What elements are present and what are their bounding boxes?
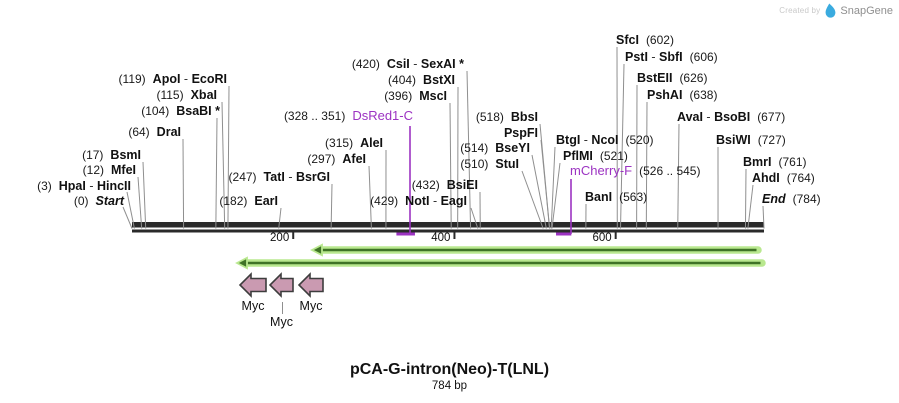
site-connector-pspfi: [540, 139, 551, 229]
site-connector-msci: [449, 102, 452, 229]
site-label-msci: (396)MscI: [384, 89, 447, 103]
site-label-bstxi: (404)BstXI: [388, 73, 455, 87]
feature-label-dsred1-c: (328 .. 351)DsRed1-C: [283, 108, 413, 124]
ruler-tick-label-600: 600: [592, 232, 612, 244]
site-label-avai-bsobi: AvaI - BsoBI(677): [677, 110, 786, 124]
site-label-bmri: BmrI(761): [743, 155, 807, 169]
site-label-pflmi: PflMI(521): [563, 149, 628, 163]
site-label-psti-sbfi: PstI - SbfI(606): [625, 50, 718, 64]
site-label-btgi-ncoi: BtgI - NcoI(520): [556, 133, 654, 147]
site-label-bsiwi: BsiWI(727): [716, 133, 786, 147]
site-connector-apoi-ecori: [227, 85, 230, 229]
watermark: Created by SnapGene: [779, 3, 893, 18]
site-label-sfci: SfcI(602): [616, 33, 674, 47]
map-length: 784 bp: [431, 380, 468, 392]
site-label-drai: (64)DraI: [128, 125, 181, 139]
site-label-alei: (315)AleI: [325, 136, 383, 150]
site-connector-csii-sexai: [466, 70, 472, 229]
feature-label-mcherry-f: mCherry-F(526 .. 545): [570, 163, 701, 179]
primer-arrowhead-2: [235, 256, 248, 270]
site-connector-bmri: [744, 168, 747, 229]
site-connector-hpai-hincii: [126, 191, 135, 229]
site-connector-pflmi: [551, 162, 561, 229]
feature-range-dsred1-c: [396, 232, 415, 236]
title-block: pCA-G-intron(Neo)-T(LNL) 784 bp: [0, 360, 899, 393]
site-connector-drai: [182, 138, 185, 229]
myc-tag-arrow-3: [297, 272, 324, 298]
site-connector-bsmi: [142, 161, 147, 229]
site-label-hpai-hincii: (3)HpaI - HincII: [37, 179, 131, 193]
site-connector-start: [122, 206, 133, 229]
ruler-tick-label-200: 200: [270, 232, 290, 244]
primer-arrowhead-1: [310, 243, 323, 257]
site-connector-xbai: [221, 101, 226, 229]
sequence-bar-bottom: [132, 229, 764, 233]
map-title: pCA-G-intron(Neo)-T(LNL): [349, 361, 550, 378]
site-connector-avai-bsobi: [677, 123, 680, 229]
site-connector-pshai: [645, 101, 648, 229]
site-connector-stui: [521, 170, 544, 229]
site-label-ahdi: AhdI(764): [752, 171, 815, 185]
site-label-xbai: (115)XbaI: [156, 88, 217, 102]
site-label-pshai: PshAI(638): [647, 88, 718, 102]
site-connector-afei: [368, 165, 372, 229]
site-label-bsmi: (17)BsmI: [82, 148, 141, 162]
site-label-apoi-ecori: (119)ApoI - EcoRI: [118, 72, 227, 86]
myc-tag-arrow-1: [238, 272, 267, 298]
site-connector-end: [762, 205, 765, 229]
site-label-noti-eagi: (429)NotI - EagI: [370, 194, 467, 208]
site-connector-btgi-ncoi: [550, 146, 556, 229]
site-label-stui: (510)StuI: [460, 157, 519, 171]
site-label-start: (0)Start: [73, 194, 124, 208]
site-connector-ahdi: [747, 184, 754, 229]
site-connector-noti-eagi: [470, 207, 479, 229]
site-connector-mfei: [137, 176, 143, 229]
watermark-brand: SnapGene: [840, 4, 893, 17]
site-label-bsabi: (104)BsaBI *: [141, 104, 220, 118]
site-label-bsiei: (432)BsiEI: [411, 178, 478, 192]
myc-tag-arrow-2: [268, 272, 294, 298]
site-connector-eari: [278, 207, 282, 229]
feature-range-mcherry-f: [556, 232, 572, 236]
snapgene-logo-icon: [825, 3, 836, 18]
watermark-created-by: Created by: [779, 6, 821, 15]
site-connector-psti-sbfi: [620, 63, 625, 229]
tag-label-myc-1: Myc: [241, 299, 265, 313]
site-label-eari: (182)EarI: [219, 194, 278, 208]
tag-label-myc-2: Myc: [270, 315, 293, 329]
site-label-pspfi: PspFI: [503, 126, 538, 140]
site-label-csii-sexai: (420)CsiI - SexAI *: [351, 57, 464, 71]
site-label-bseyi: (514)BseYI: [460, 141, 530, 155]
site-label-afei: (297)AfeI: [307, 152, 366, 166]
ruler-tick-label-400: 400: [431, 232, 451, 244]
site-connector-bseyi: [531, 154, 547, 229]
site-label-mfei: (12)MfeI: [82, 163, 136, 177]
site-label-bani: BanI(563): [585, 190, 648, 204]
site-connector-tati-bsrgi: [330, 183, 333, 229]
site-label-bsteii: BstEII(626): [637, 71, 708, 85]
site-label-bbsi: (518)BbsI: [475, 110, 538, 124]
sequence-bar-top: [132, 222, 764, 228]
tag-label-myc-3: Myc: [299, 299, 323, 313]
site-label-tati-bsrgi: (247)TatI - BsrGI: [228, 170, 330, 184]
site-connector-bsabi: [215, 117, 218, 229]
site-label-end: End(784): [762, 192, 821, 206]
